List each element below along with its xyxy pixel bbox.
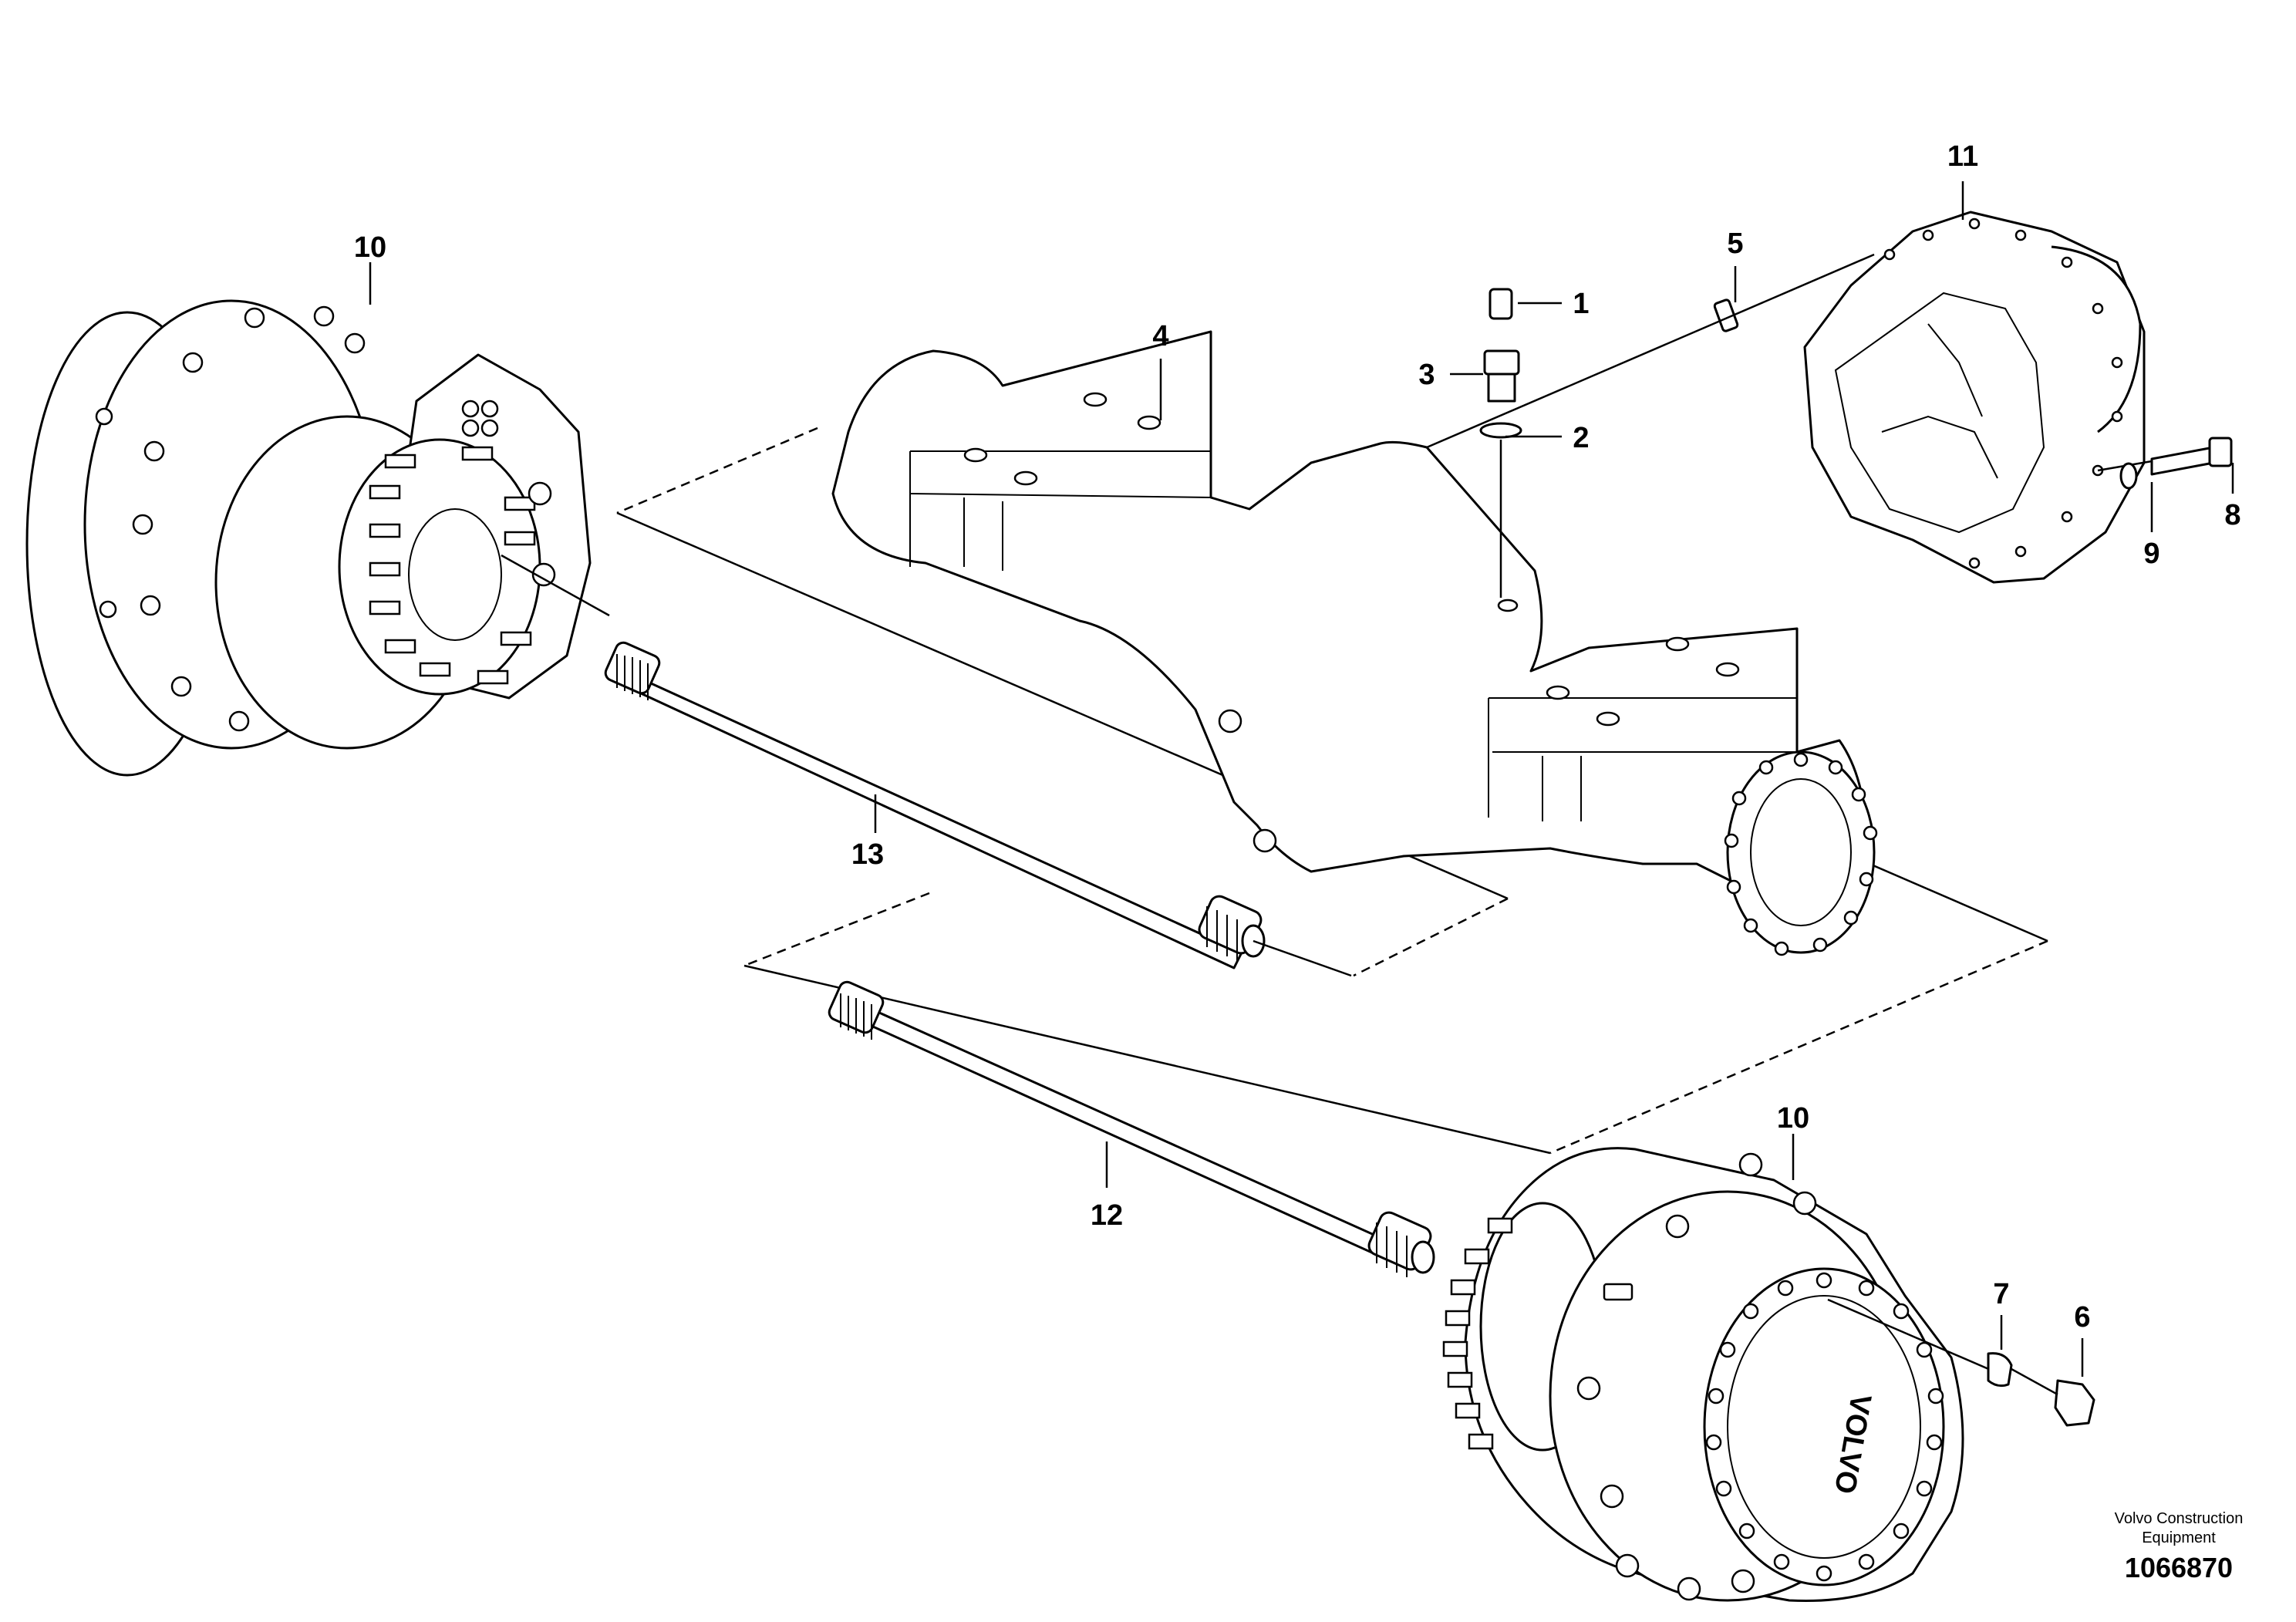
callout-12: 12 [1091, 1199, 1123, 1232]
callout-9: 9 [2143, 538, 2159, 570]
callout-11: 11 [1947, 140, 1978, 173]
credit-line-2: Equipment [2142, 1529, 2216, 1546]
callout-13: 13 [851, 838, 884, 871]
callout-7: 7 [1993, 1278, 2009, 1310]
credit-line-1: Volvo Construction [2115, 1510, 2244, 1527]
callout-2: 2 [1573, 422, 1589, 454]
hub-reduction-upper-left [25, 299, 592, 777]
callout-5: 5 [1727, 228, 1743, 260]
callout-6: 6 [2074, 1301, 2090, 1334]
drive-shaft-12 [828, 980, 1435, 1277]
callout-labels: 1 2 3 4 5 6 7 8 9 10 10 11 12 13 [354, 140, 2241, 1334]
cover-bolt-holes [1883, 218, 2123, 569]
housing-mount-holes [963, 392, 1740, 853]
axle-housing [831, 330, 1878, 956]
callout-8: 8 [2224, 499, 2240, 531]
callout-3: 3 [1418, 359, 1435, 391]
callout-1: 1 [1573, 288, 1589, 320]
differential-carrier-cover [1426, 211, 2233, 584]
callout-4: 4 [1152, 320, 1168, 352]
hub-upper-left-bolts [95, 305, 556, 732]
housing-flange-bolt-holes [1724, 752, 1878, 956]
hub-reduction-lower-right: VOLVO [1442, 1147, 2095, 1603]
hub-cover-bolt-ring [1705, 1272, 1944, 1582]
document-number: 1066870 [2125, 1552, 2233, 1583]
breather-assembly [1479, 288, 1739, 598]
publisher-credit: Volvo Construction Equipment 1066870 [2115, 1510, 2244, 1583]
drive-shaft-13 [501, 554, 1352, 977]
hub-lower-right-studs [1442, 1152, 1817, 1601]
callout-10-lower: 10 [1777, 1102, 1809, 1135]
callout-leaders [369, 181, 2234, 1377]
callout-10-upper: 10 [354, 231, 386, 264]
